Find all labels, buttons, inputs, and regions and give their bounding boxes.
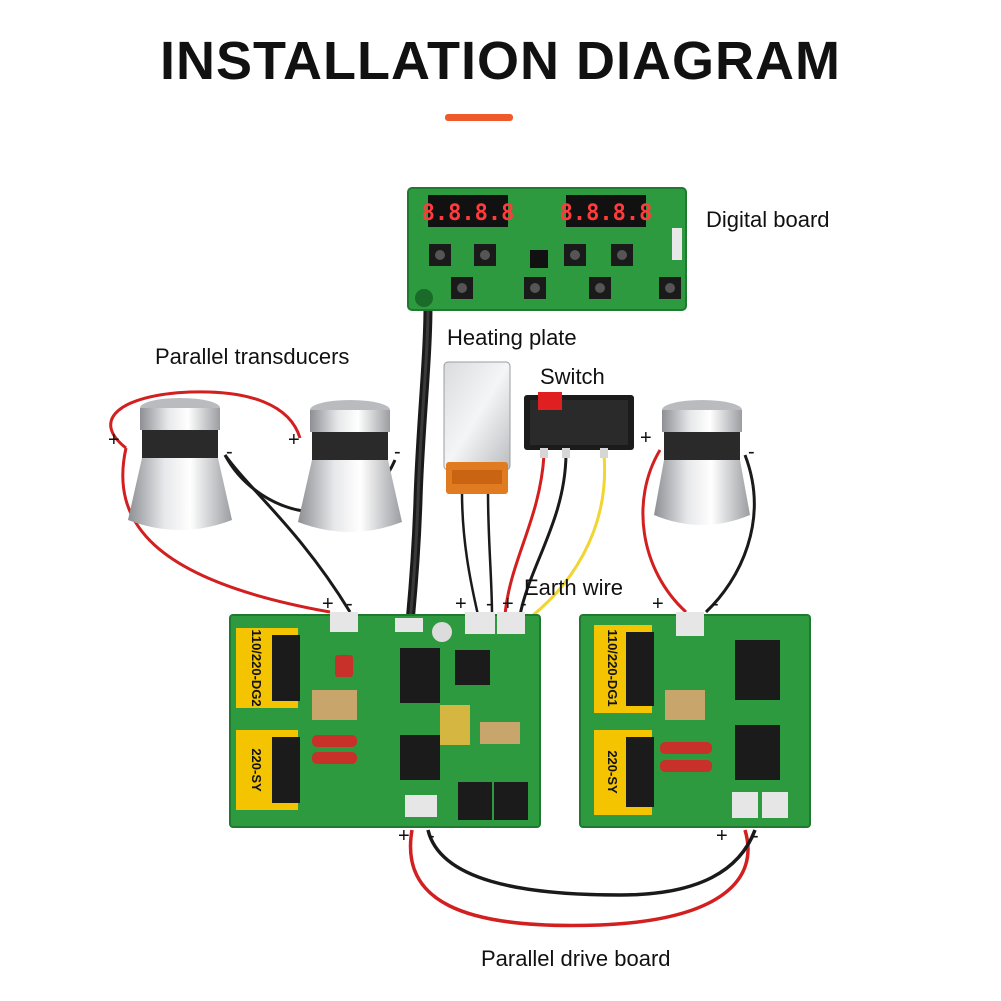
minus-mark-transducer-2: - [394,441,401,463]
parallel-drive-board-label: Parallel drive board [481,946,671,971]
digital-display-right: 8.8.8.8 [560,201,653,226]
left-board-transformer-top-label: 110/220-DG2 [249,629,264,706]
right-drive-board [579,612,811,828]
digital-board-button-cap [457,283,467,293]
heating-plate-label: Heating plate [447,325,577,350]
transducer-2 [298,400,402,532]
digital-board-button-cap [570,250,580,260]
digital-board-button-cap [595,283,605,293]
right-board-transformer-bottom-label: 220-SY [605,750,620,794]
transducer-1 [128,398,232,530]
transducer-3 [654,400,750,525]
digital-board-button-cap [480,250,490,260]
earth-wire-label: Earth wire [524,575,624,600]
page-title: INSTALLATION DIAGRAM [160,31,841,91]
left-drive-board [229,612,541,828]
heating-plate [443,361,511,494]
plus-mark-right-board-parallel: + [716,825,728,847]
digital-board-button-cap [665,283,675,293]
switch-label: Switch [540,364,605,389]
digital-board [407,187,687,311]
right-board-transformer-top-label: 110/220-DG1 [605,629,620,706]
digital-board-button-cap [617,250,627,260]
red-wire-transducers [109,390,302,450]
minus-mark-right-board-parallel: - [752,825,759,847]
title-underline-accent [445,114,513,121]
drive-parallel-red-wire [408,829,750,928]
minus-mark-switch: - [520,593,527,615]
minus-mark-heater: - [486,593,493,615]
parallel-transducers-label: Parallel transducers [155,344,350,369]
digital-board-button-cap [435,250,445,260]
plus-mark-transducer-1: + [108,429,120,451]
switch [524,392,634,458]
plus-mark-left-board-out: + [322,593,334,615]
plus-mark-left-board-parallel: + [398,825,410,847]
red-wire-to-left-board [121,447,331,614]
right-transducer-black-wire [704,454,756,614]
minus-mark-left-board-parallel: - [428,825,435,847]
digital-board-label: Digital board [706,207,830,232]
minus-mark-transducer-1: - [226,441,233,463]
switch-black-wire [518,454,568,616]
digital-display-left: 8.8.8.8 [422,201,515,226]
black-wire-transducers [223,454,352,613]
plus-mark-switch: + [502,593,514,615]
plus-mark-transducer-3: + [640,427,652,449]
earth-wire-yellow [519,454,607,627]
minus-mark-right-board-out: - [712,593,719,615]
drive-parallel-black-wire [426,829,757,897]
right-transducer-red-wire [641,449,688,614]
switch-red-wire [503,454,546,616]
heating-plate-wires [460,491,480,616]
minus-mark-transducer-3: - [748,441,755,463]
left-board-transformer-bottom-label: 220-SY [249,748,264,792]
plus-mark-right-board-out: + [652,593,664,615]
minus-mark-left-board-out: - [346,593,353,615]
plus-mark-heater: + [455,593,467,615]
digital-board-button-cap [530,283,540,293]
plus-mark-transducer-2: + [288,429,300,451]
